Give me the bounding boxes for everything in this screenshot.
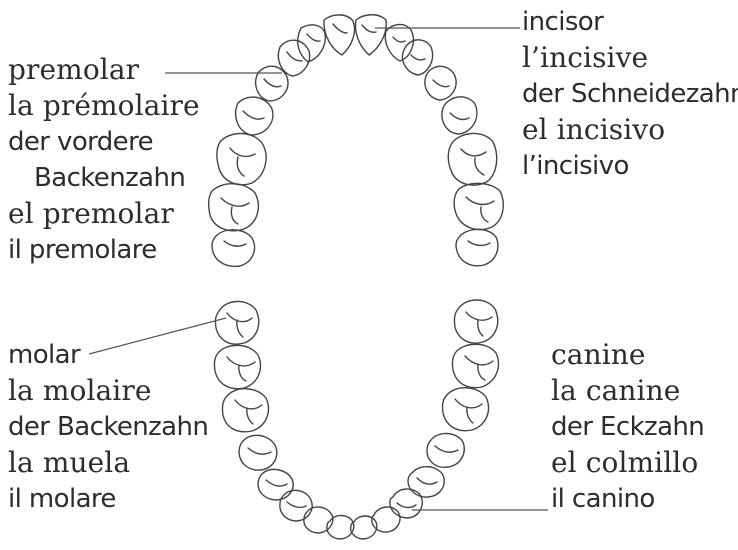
premolar-label-de-line-1: der vordere [8,124,200,160]
canine-label-es: el colmillo [551,445,704,481]
molar-label-fr: la molaire [8,373,208,409]
upper-lateral-incisor-left [298,25,326,62]
molar-label-de: der Backenzahn [8,409,208,445]
molar-label-en: molar [8,337,208,373]
premolar-label-fr: la prémolaire [8,88,200,124]
incisor-label-it: l’incisivo [522,148,738,184]
lower-premolar-2-right [427,433,464,467]
premolar-label-it: il premolare [8,232,200,268]
incisor-label-block: incisor l’incisive der Schneidezahn el i… [522,4,738,184]
upper-central-incisor-right [356,15,387,55]
upper-premolar-1-right [425,66,456,100]
lower-molar-1-right [442,388,488,431]
upper-molar-1-left [217,134,266,185]
upper-molar-2-left [209,184,259,231]
canine-label-en: canine [551,337,704,373]
premolar-label-block: premolar la prémolaire der vordere Backe… [8,52,200,268]
incisor-label-de: der Schneidezahn [522,76,738,112]
lower-molar-3-right [454,300,497,343]
upper-molar-3-right [456,229,498,265]
upper-molar-1-right [448,133,496,185]
canine-label-de: der Eckzahn [551,409,704,445]
upper-premolar-2-left [236,97,273,135]
lower-premolar-1-left [258,469,293,500]
lower-canine-left [280,490,312,521]
lower-molar-1-left [222,389,268,432]
upper-molar-2-right [454,183,503,229]
incisor-label-fr: l’incisive [522,40,738,76]
incisor-label-es: el incisivo [522,112,738,148]
upper-central-incisor-left [324,15,355,55]
lower-lateral-incisor-left [304,507,333,533]
lower-central-incisor-left [327,515,354,539]
canine-label-fr: la canine [551,373,704,409]
molar-label-block: molar la molaire der Backenzahn la muela… [8,337,208,517]
canine-label-block: canine la canine der Eckzahn el colmillo… [551,337,704,517]
incisor-label-en: incisor [522,4,738,40]
lower-premolar-1-right [408,467,444,497]
upper-arch [209,15,504,267]
upper-premolar-2-right [442,97,477,134]
upper-molar-3-left [212,230,255,267]
lower-arch [214,300,498,539]
canine-label-it: il canino [551,481,704,517]
lower-molar-2-left [214,345,260,388]
premolar-label-en: premolar [8,52,200,88]
lower-canine-right [390,489,422,518]
lower-central-incisor-right [351,516,377,539]
premolar-label-de-line-2: Backenzahn [8,160,200,196]
molar-label-it: il molare [8,481,208,517]
upper-premolar-1-left [256,66,288,101]
premolar-label-es: el premolar [8,196,200,232]
molar-label-es: la muela [8,445,208,481]
lower-molar-2-right [452,344,498,387]
